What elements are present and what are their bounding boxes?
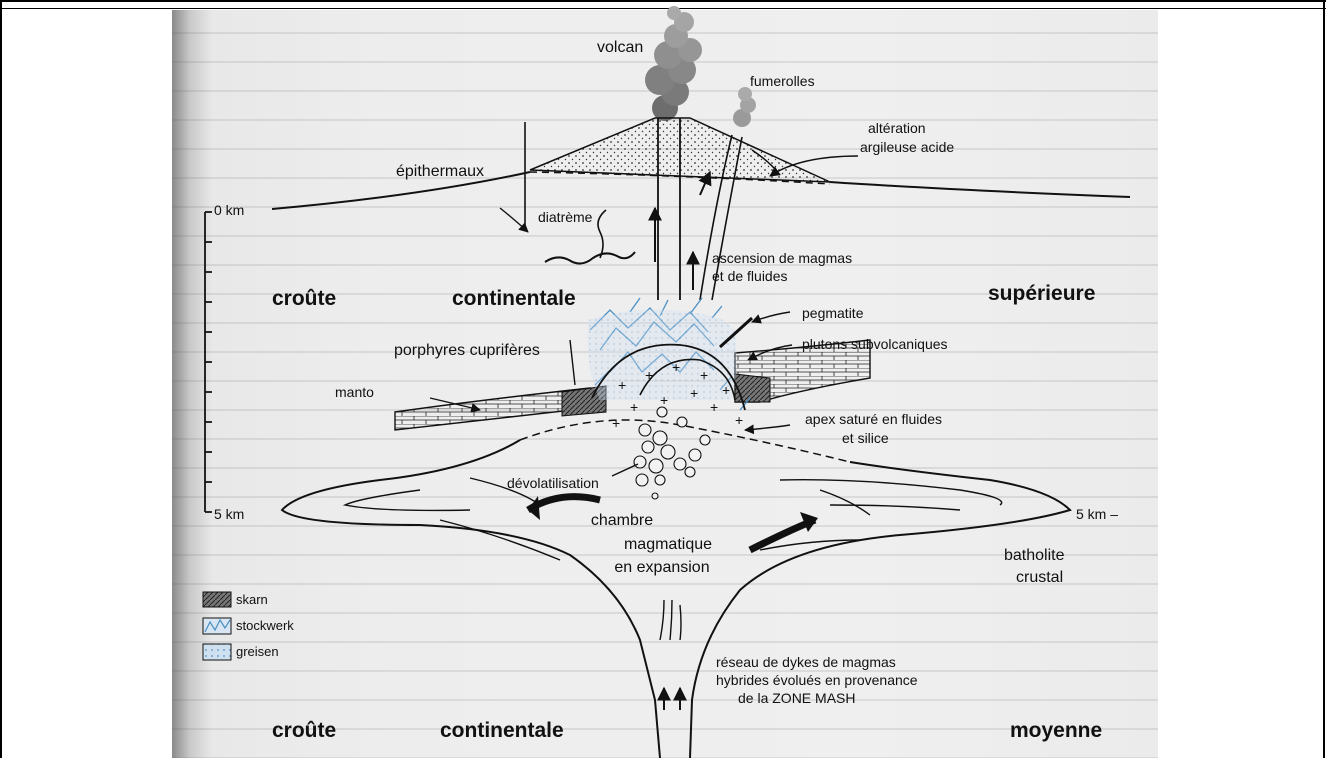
magma-chamber-outline (282, 440, 1070, 758)
ash-cloud (645, 6, 702, 121)
svg-text:+: + (618, 377, 626, 393)
zone-lower-continentale: continentale (440, 719, 564, 742)
label-reseau-2: hybrides évolués en provenance (716, 672, 918, 688)
label-manto: manto (335, 384, 374, 400)
label-chambre-2: magmatique (624, 536, 712, 553)
label-alteration-2: argileuse acide (860, 139, 954, 155)
svg-text:+: + (710, 399, 718, 415)
label-batholite-2: crustal (1016, 569, 1063, 586)
scale-5km-right: 5 km – (1076, 506, 1118, 522)
label-ascension-2: et de fluides (712, 268, 788, 284)
diatreme-wavy (545, 252, 635, 264)
label-chambre-3: en expansion (614, 559, 709, 576)
svg-text:+: + (630, 399, 638, 415)
label-plutons: plutons subvolcaniques (802, 336, 948, 352)
svg-text:+: + (612, 415, 620, 431)
svg-text:+: + (672, 359, 680, 375)
legend-label-greisen: greisen (236, 644, 279, 659)
zone-lower-moyenne: moyenne (1010, 719, 1102, 742)
legend-label-skarn: skarn (236, 592, 268, 607)
legend-label-stockwerk: stockwerk (236, 618, 294, 633)
svg-text:+: + (700, 367, 708, 383)
leader-devolatilisation (612, 464, 638, 476)
epithermal-pointer (500, 208, 528, 232)
svg-text:+: + (660, 392, 668, 408)
fumarole-plume (733, 87, 756, 127)
scale-5km: 5 km (214, 506, 244, 522)
label-diatreme: diatrème (538, 209, 593, 225)
legend-swatch-skarn (203, 592, 231, 607)
svg-text:+: + (735, 412, 743, 428)
expansion-arrowhead-left (528, 496, 540, 520)
dyke-network (660, 600, 681, 640)
leader-porphyres (570, 340, 575, 385)
leader-apex (745, 425, 790, 430)
label-apex-1: apex saturé en fluides (805, 411, 942, 427)
svg-text:+: + (690, 385, 698, 401)
label-volcan: volcan (597, 39, 643, 56)
zone-lower-croute: croûte (272, 719, 336, 742)
strata-left (395, 388, 590, 430)
volatile-bubbles (634, 407, 710, 499)
label-reseau-1: réseau de dykes de magmas (716, 654, 896, 670)
label-epithermaux: épithermaux (396, 163, 484, 180)
label-chambre-1: chambre (591, 512, 653, 529)
zone-upper-continentale: continentale (452, 287, 576, 310)
label-batholite-1: batholite (1004, 547, 1065, 564)
diatreme-channel (598, 210, 606, 258)
svg-text:+: + (722, 382, 730, 398)
zone-upper-croute: croûte (272, 287, 336, 310)
label-alteration-1: altération (868, 120, 926, 136)
label-porphyres: porphyres cuprifères (394, 342, 540, 359)
greisen-zone (588, 309, 737, 400)
legend: skarn stockwerk greisen (203, 592, 294, 660)
legend-swatch-greisen (203, 644, 231, 660)
label-apex-2: et silice (842, 430, 889, 446)
label-reseau-3: de la ZONE MASH (738, 690, 855, 706)
svg-text:+: + (645, 367, 653, 383)
zone-upper-superieure: supérieure (988, 282, 1095, 305)
leader-pegmatite (752, 312, 790, 322)
depth-scale (205, 212, 212, 512)
label-devolatilisation: dévolatilisation (507, 475, 599, 491)
label-fumerolles: fumerolles (750, 73, 815, 89)
label-ascension-1: ascension de magmas (712, 250, 852, 266)
skarn-right (735, 374, 770, 402)
label-pegmatite: pegmatite (802, 305, 864, 321)
scale-0km: 0 km (214, 202, 244, 218)
